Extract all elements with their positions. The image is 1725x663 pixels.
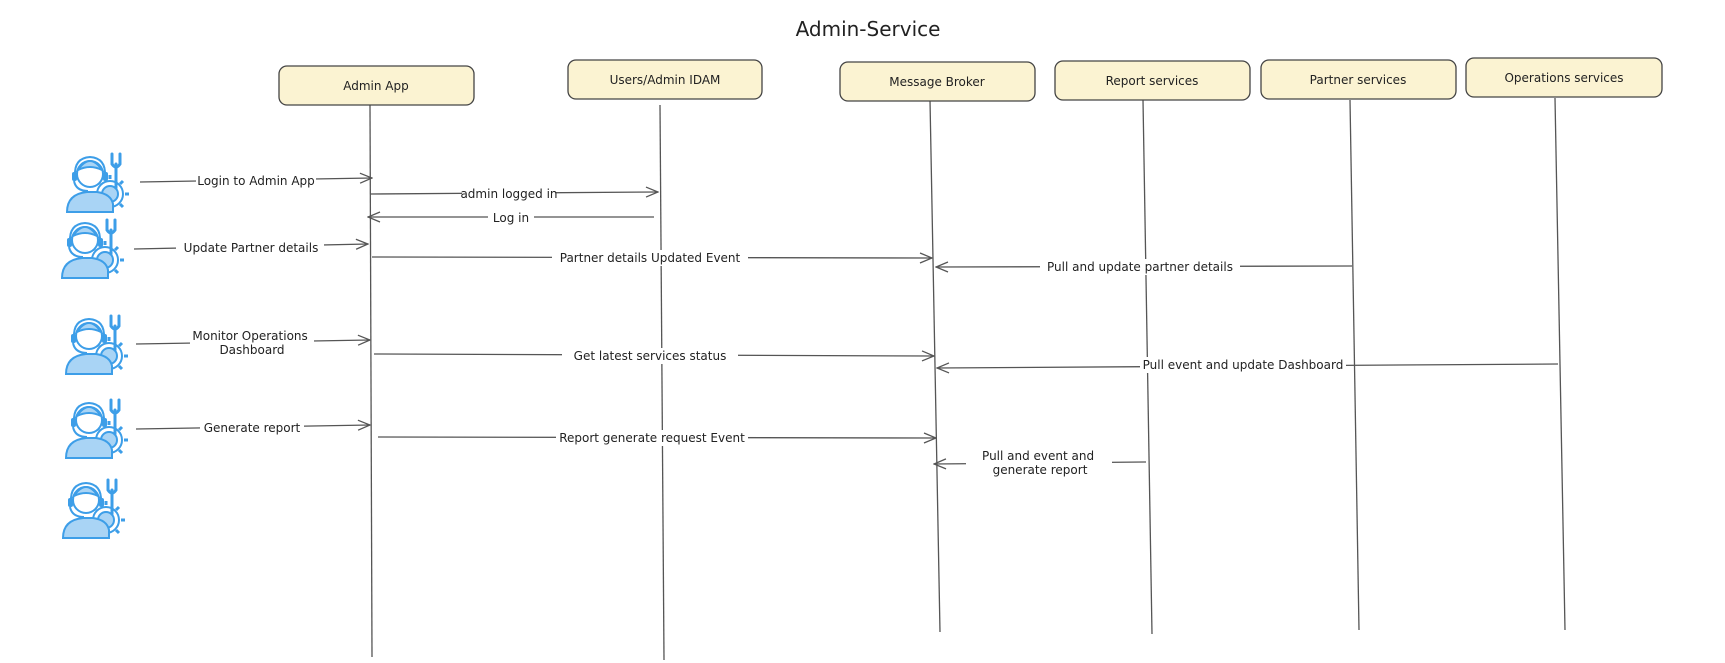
admin-support-icon bbox=[60, 218, 126, 281]
admin-support-icon bbox=[64, 398, 130, 461]
svg-text:Pull and update partner detail: Pull and update partner details bbox=[1047, 260, 1233, 274]
svg-text:Pull event and update Dashboar: Pull event and update Dashboard bbox=[1143, 358, 1344, 372]
message-label: Monitor Operations Dashboard bbox=[190, 326, 314, 360]
lifeline-operations-services-box[interactable]: Operations services bbox=[1465, 57, 1663, 98]
svg-text:Monitor Operations Dashb: Monitor Operations Dashboard bbox=[192, 329, 311, 357]
message-arrows bbox=[133, 178, 1559, 464]
lifeline-label: Partner services bbox=[1310, 73, 1407, 87]
lifeline-message-broker-box[interactable]: Message Broker bbox=[839, 61, 1036, 102]
lifeline-lines bbox=[369, 97, 1566, 661]
svg-text:Get latest services status: Get latest services status bbox=[574, 349, 727, 363]
admin-support-icon bbox=[65, 152, 131, 215]
lifeline-label: Users/Admin IDAM bbox=[610, 73, 721, 87]
lifeline-label: Admin App bbox=[343, 79, 409, 93]
message-label: Login to Admin App bbox=[196, 173, 316, 189]
svg-text:Pull and event and gener: Pull and event and generate report bbox=[982, 449, 1098, 477]
message-label: Pull and event and generate report bbox=[966, 446, 1112, 480]
lifeline-idam-box[interactable]: Users/Admin IDAM bbox=[567, 59, 763, 100]
diagram-title: Admin-Service bbox=[796, 17, 941, 41]
message-label: admin logged in bbox=[460, 186, 558, 202]
svg-text:Update Partner details: Update Partner details bbox=[184, 241, 319, 255]
lifeline-report-services-box[interactable]: Report services bbox=[1054, 60, 1251, 101]
message-label: Log in bbox=[488, 210, 534, 225]
admin-support-icon bbox=[64, 314, 130, 377]
message-label: Partner details Updated Event bbox=[552, 250, 748, 266]
svg-text:Partner details Updated Event: Partner details Updated Event bbox=[560, 251, 741, 265]
message-label: Pull and update partner details bbox=[1040, 259, 1240, 275]
lifeline-operations-services bbox=[1554, 97, 1566, 631]
lifeline-label: Message Broker bbox=[889, 75, 985, 89]
message-label: Report generate request Event bbox=[556, 430, 748, 446]
svg-text:Log in: Log in bbox=[493, 211, 529, 225]
lifeline-idam bbox=[659, 104, 665, 661]
svg-text:Login to Admin App: Login to Admin App bbox=[197, 174, 315, 188]
svg-text:Report generate request Event: Report generate request Event bbox=[559, 431, 745, 445]
message-label: Get latest services status bbox=[562, 348, 738, 364]
lifeline-label: Report services bbox=[1106, 74, 1199, 88]
lifeline-admin-app-box[interactable]: Admin App bbox=[278, 65, 475, 106]
svg-text:Generate report: Generate report bbox=[204, 421, 301, 435]
lifeline-label: Operations services bbox=[1504, 71, 1623, 85]
lifeline-partner-services-box[interactable]: Partner services bbox=[1260, 59, 1457, 100]
lifeline-admin-app bbox=[369, 104, 373, 658]
svg-text:admin logged in: admin logged in bbox=[460, 187, 557, 201]
admin-support-icon bbox=[61, 478, 127, 541]
message-label: Generate report bbox=[200, 420, 304, 436]
message-label: Update Partner details bbox=[176, 240, 324, 256]
message-label: Pull event and update Dashboard bbox=[1140, 357, 1346, 373]
lifeline-message-broker bbox=[929, 99, 941, 633]
